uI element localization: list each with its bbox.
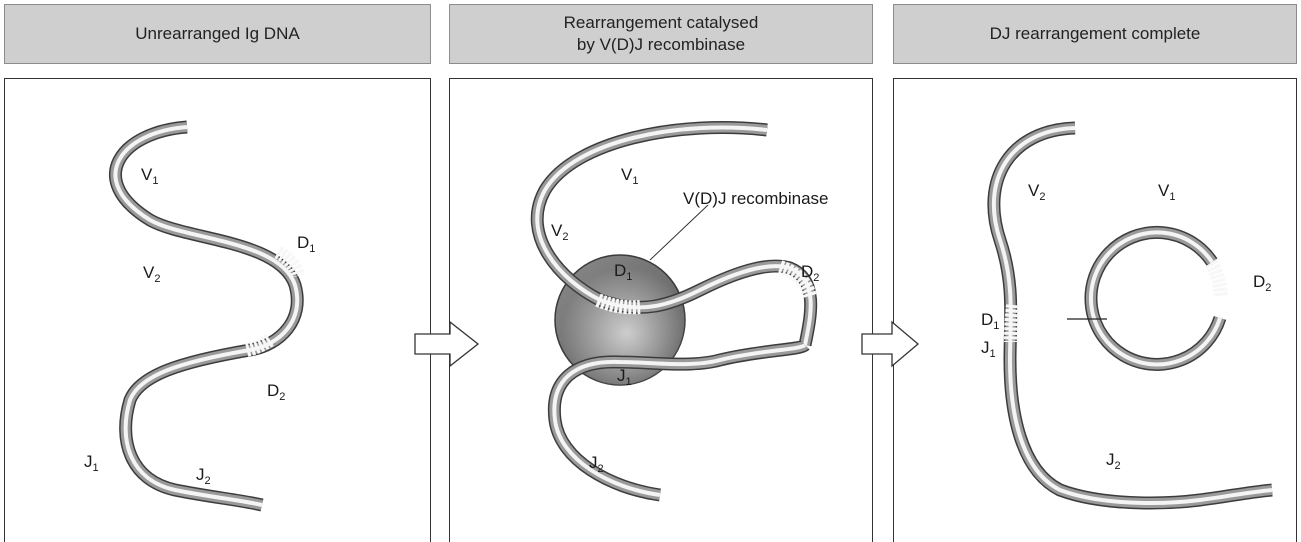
panel-3-excised-circle: [1091, 232, 1220, 364]
p3-label-d2: D2: [1253, 272, 1271, 294]
p2-label-v2: V2: [551, 221, 568, 243]
p3-label-j2: J2: [1106, 450, 1121, 472]
p3-label-v2: V2: [1028, 181, 1045, 203]
p2-label-j2: J2: [589, 453, 604, 475]
panel-2-dna-strand-lower: [554, 345, 805, 495]
p1-label-j2: J2: [196, 465, 211, 487]
p1-label-d1: D1: [297, 233, 315, 255]
p1-label-d2: D2: [267, 381, 285, 403]
segment-boundary: [1211, 263, 1221, 296]
p2-label-d2: D2: [801, 262, 819, 284]
p3-label-j1: J1: [981, 338, 996, 360]
p1-label-v2: V2: [143, 263, 160, 285]
segment-boundary: [1011, 305, 1013, 342]
arrow-2-3: [862, 322, 918, 366]
enzyme-label: V(D)J recombinase: [683, 189, 829, 208]
panel-3-segment-breaks: [1011, 263, 1221, 342]
enzyme-pointer-line: [650, 205, 708, 260]
arrow-1-2: [415, 322, 478, 366]
p1-label-j1: J1: [84, 452, 99, 474]
p3-label-v1: V1: [1158, 181, 1175, 203]
p1-label-v1: V1: [141, 165, 158, 187]
p2-label-v1: V1: [621, 165, 638, 187]
p3-label-d1: D1: [981, 310, 999, 332]
